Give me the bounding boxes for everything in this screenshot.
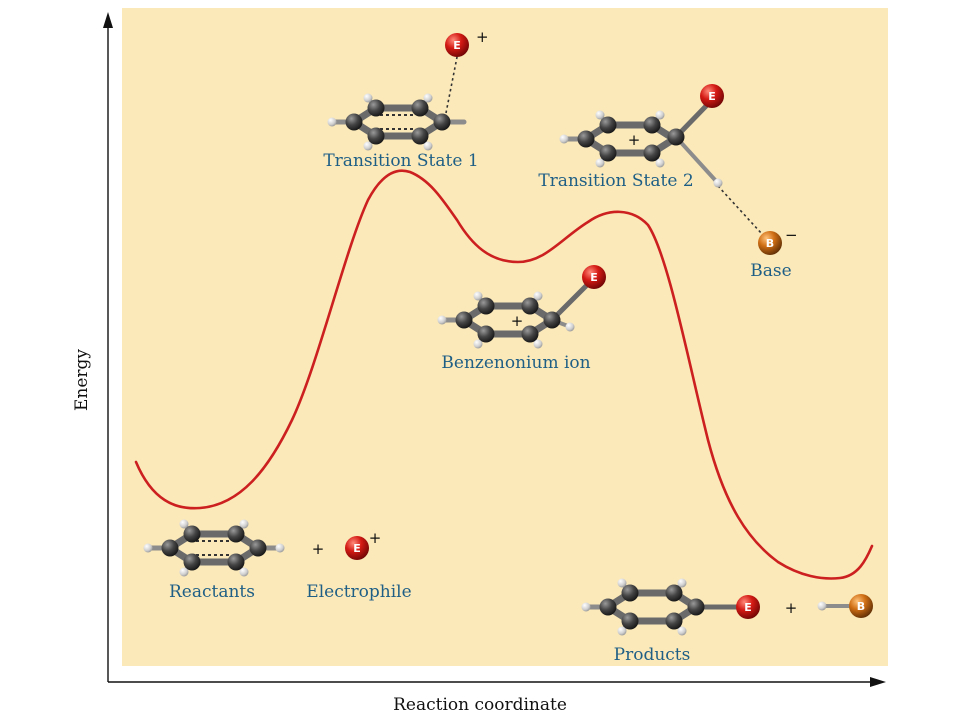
ts2-base-atom	[758, 231, 782, 255]
transition-state-2-molecule: + E B −	[560, 84, 798, 255]
reactants-label: Reactants	[169, 582, 255, 602]
electrophile-letter: E	[353, 542, 361, 555]
electrophile-charge: +	[369, 529, 382, 547]
products-molecule: E	[582, 579, 760, 636]
transition-state-1-label: Transition State 1	[323, 151, 478, 171]
protonated-base-molecule: B	[817, 594, 873, 618]
base-label: Base	[750, 261, 791, 281]
ts2-base-charge: −	[785, 226, 798, 244]
reactants-molecule	[144, 520, 285, 577]
electrophile-molecule: E +	[345, 529, 381, 560]
electrophile-label: Electrophile	[306, 582, 411, 602]
transition-state-2-label: Transition State 2	[538, 171, 693, 191]
reactants-plus-sign: +	[312, 540, 325, 558]
x-axis	[108, 677, 886, 687]
benzenonium-ion-molecule: + E	[438, 265, 606, 349]
ts2-electrophile-atom	[700, 84, 724, 108]
y-axis-label: Energy	[72, 349, 92, 411]
x-axis-label: Reaction coordinate	[393, 695, 567, 715]
benzenonium-electrophile-atom	[582, 265, 606, 289]
ts1-electrophile-letter: E	[453, 39, 461, 52]
benzenonium-ring-charge: +	[511, 312, 524, 330]
ts1-positive-charge: +	[476, 28, 489, 46]
benzenonium-electrophile-letter: E	[590, 271, 598, 284]
y-axis	[103, 12, 113, 682]
ts2-ring-charge: +	[628, 131, 641, 149]
transition-state-1-molecule: E +	[328, 28, 489, 151]
products-electrophile-letter: E	[744, 601, 752, 614]
electrophile-atom	[345, 536, 369, 560]
products-electrophile-atom	[736, 595, 760, 619]
ts1-electrophile-atom	[445, 33, 469, 57]
energy-curve	[134, 169, 874, 580]
products-plus-sign: +	[785, 599, 798, 617]
benzenonium-ion-label: Benzenonium ion	[441, 353, 590, 373]
ts2-electrophile-letter: E	[708, 90, 716, 103]
products-base-atom	[849, 594, 873, 618]
products-label: Products	[614, 645, 691, 665]
ts2-base-letter: B	[766, 237, 774, 250]
products-base-letter: B	[857, 600, 865, 613]
